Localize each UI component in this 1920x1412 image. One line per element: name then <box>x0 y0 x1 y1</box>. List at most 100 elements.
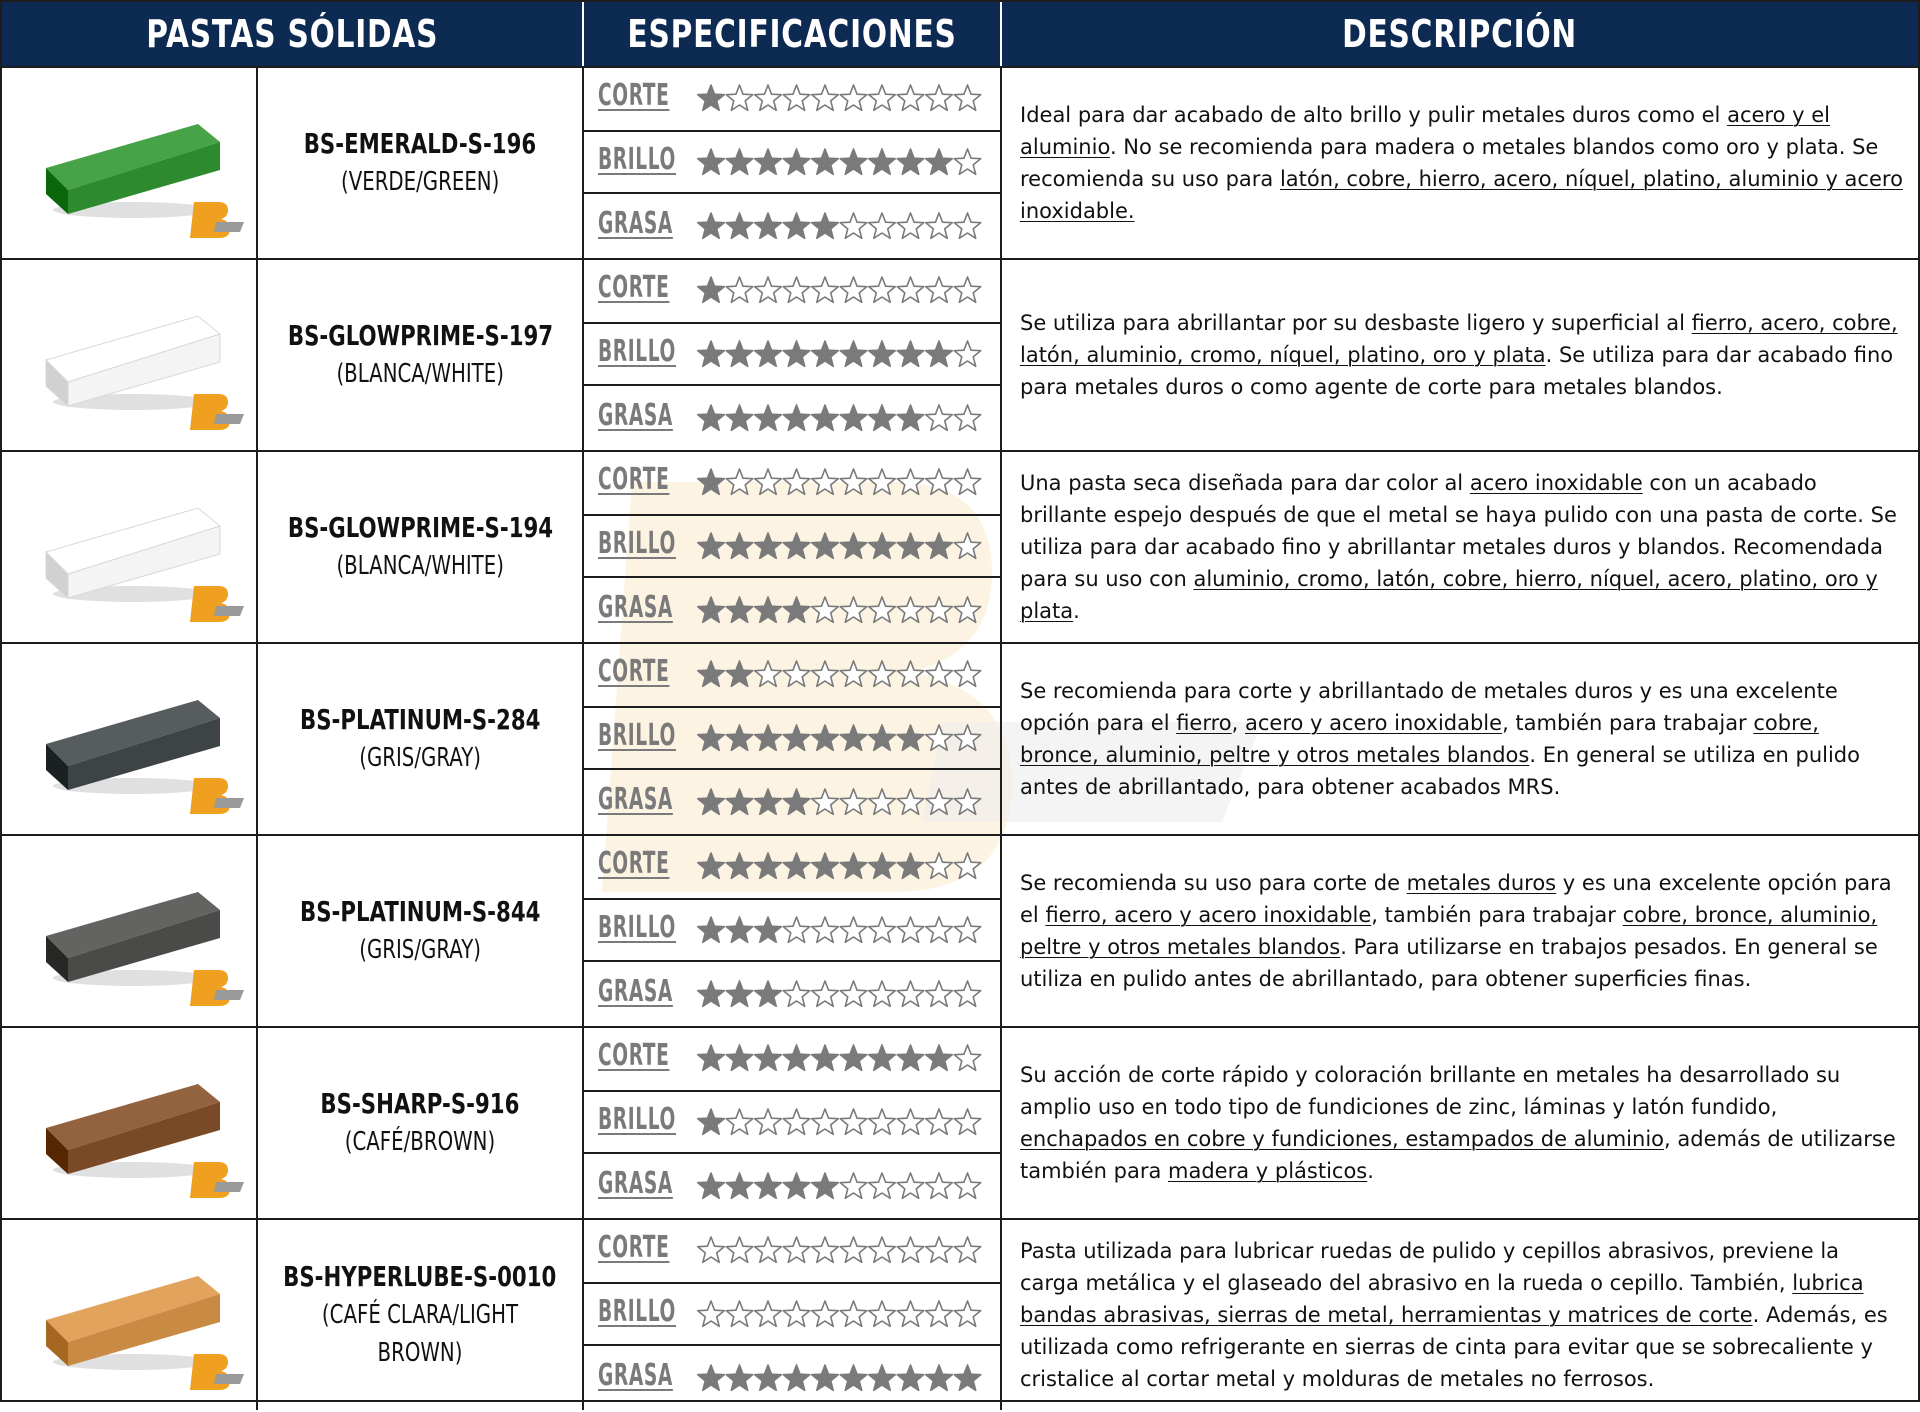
star-empty <box>953 1108 982 1136</box>
star-filled <box>725 660 754 688</box>
star-filled <box>725 404 754 432</box>
rating-stars-cut <box>696 852 982 880</box>
spec-label-grease: GRASA <box>598 974 673 1009</box>
star-filled <box>753 788 783 816</box>
star-empty <box>867 916 897 944</box>
product-image-cell: BS <box>2 260 258 450</box>
star-empty <box>839 788 868 816</box>
spec-label-cut: CORTE <box>598 462 670 497</box>
star-filled <box>810 724 840 752</box>
star-empty <box>953 404 982 432</box>
spec-row-grease: GRASA <box>584 772 1000 836</box>
star-filled <box>753 596 783 624</box>
star-filled <box>810 148 840 176</box>
star-empty <box>953 852 982 880</box>
rating-stars-cut <box>696 1236 982 1264</box>
star-empty <box>867 1172 897 1200</box>
star-empty <box>896 916 925 944</box>
spec-row-shine: BRILLO <box>584 322 1000 386</box>
star-empty <box>753 84 783 112</box>
star-filled <box>867 404 897 432</box>
star-filled <box>810 852 840 880</box>
star-filled <box>896 1364 925 1392</box>
star-empty <box>725 1300 754 1328</box>
star-filled <box>696 468 726 496</box>
spec-label-shine: BRILLO <box>598 1102 676 1137</box>
rating-stars-shine <box>696 724 982 752</box>
star-filled <box>867 340 897 368</box>
star-empty <box>810 468 840 496</box>
rating-stars-cut <box>696 84 982 112</box>
star-filled <box>696 788 726 816</box>
rating-stars-grease <box>696 1172 982 1200</box>
star-filled <box>924 532 954 560</box>
star-empty <box>867 596 897 624</box>
star-empty <box>953 596 982 624</box>
product-row: BSBS-GLOWPRIME-S-194(BLANCA/WHITE)CORTEB… <box>2 450 1918 642</box>
star-empty <box>782 980 811 1008</box>
star-filled <box>839 724 868 752</box>
bs-logo: BS <box>190 970 244 1006</box>
spec-label-cut: CORTE <box>598 846 670 881</box>
star-empty <box>896 596 925 624</box>
rating-stars-shine <box>696 340 982 368</box>
product-row: BSBS-EMERALD-S-196(VERDE/GREEN)CORTEBRIL… <box>2 66 1918 258</box>
star-empty <box>896 660 925 688</box>
spec-row-grease: GRASA <box>584 388 1000 452</box>
bs-logo: BS <box>190 1354 244 1390</box>
product-row: BSBS-PLATINUM-S-844(GRIS/GRAY)CORTEBRILL… <box>2 834 1918 1026</box>
star-filled <box>696 660 726 688</box>
star-empty <box>953 276 982 304</box>
star-empty <box>896 276 925 304</box>
spec-label-shine: BRILLO <box>598 142 676 177</box>
bs-logo: BS <box>190 394 244 430</box>
star-filled <box>867 1364 897 1392</box>
star-empty <box>924 84 954 112</box>
product-code: BS-HYPERLUBE-S-0010 <box>283 1260 557 1293</box>
product-name-cell: BS-GLOWPRIME-S-194(BLANCA/WHITE) <box>258 452 584 642</box>
star-filled <box>782 788 811 816</box>
star-empty <box>725 468 754 496</box>
star-empty <box>839 468 868 496</box>
header-pastas: PASTAS SÓLIDAS <box>2 2 584 66</box>
star-filled <box>810 1172 840 1200</box>
star-filled <box>782 148 811 176</box>
star-empty <box>810 1300 840 1328</box>
star-empty <box>924 1172 954 1200</box>
star-filled <box>696 1044 726 1072</box>
star-empty <box>924 980 954 1008</box>
star-empty <box>839 980 868 1008</box>
star-filled <box>782 1044 811 1072</box>
spec-row-cut: CORTE <box>584 1220 1000 1284</box>
star-filled <box>753 1044 783 1072</box>
star-empty <box>896 1108 925 1136</box>
star-filled <box>924 148 954 176</box>
star-filled <box>696 340 726 368</box>
product-name-cell: BS-PLATINUM-S-844(GRIS/GRAY) <box>258 836 584 1026</box>
paste-bar-image <box>46 1276 220 1370</box>
star-filled <box>696 532 726 560</box>
star-filled <box>782 212 811 240</box>
spec-row-cut: CORTE <box>584 644 1000 708</box>
rating-stars-shine <box>696 916 982 944</box>
header-especificaciones: ESPECIFICACIONES <box>584 2 1002 66</box>
star-filled <box>725 724 754 752</box>
rating-stars-shine <box>696 1108 982 1136</box>
star-empty <box>810 660 840 688</box>
star-empty <box>810 788 840 816</box>
star-filled <box>924 1044 954 1072</box>
star-filled <box>867 148 897 176</box>
spec-row-grease: GRASA <box>584 964 1000 1028</box>
product-color-name: (BLANCA/WHITE) <box>336 551 504 581</box>
star-empty <box>810 916 840 944</box>
star-filled <box>725 1044 754 1072</box>
star-filled <box>896 1044 925 1072</box>
star-filled <box>696 980 726 1008</box>
star-empty <box>867 468 897 496</box>
rating-stars-grease <box>696 596 982 624</box>
star-empty <box>839 596 868 624</box>
star-empty <box>924 1236 954 1264</box>
star-empty <box>782 1300 811 1328</box>
